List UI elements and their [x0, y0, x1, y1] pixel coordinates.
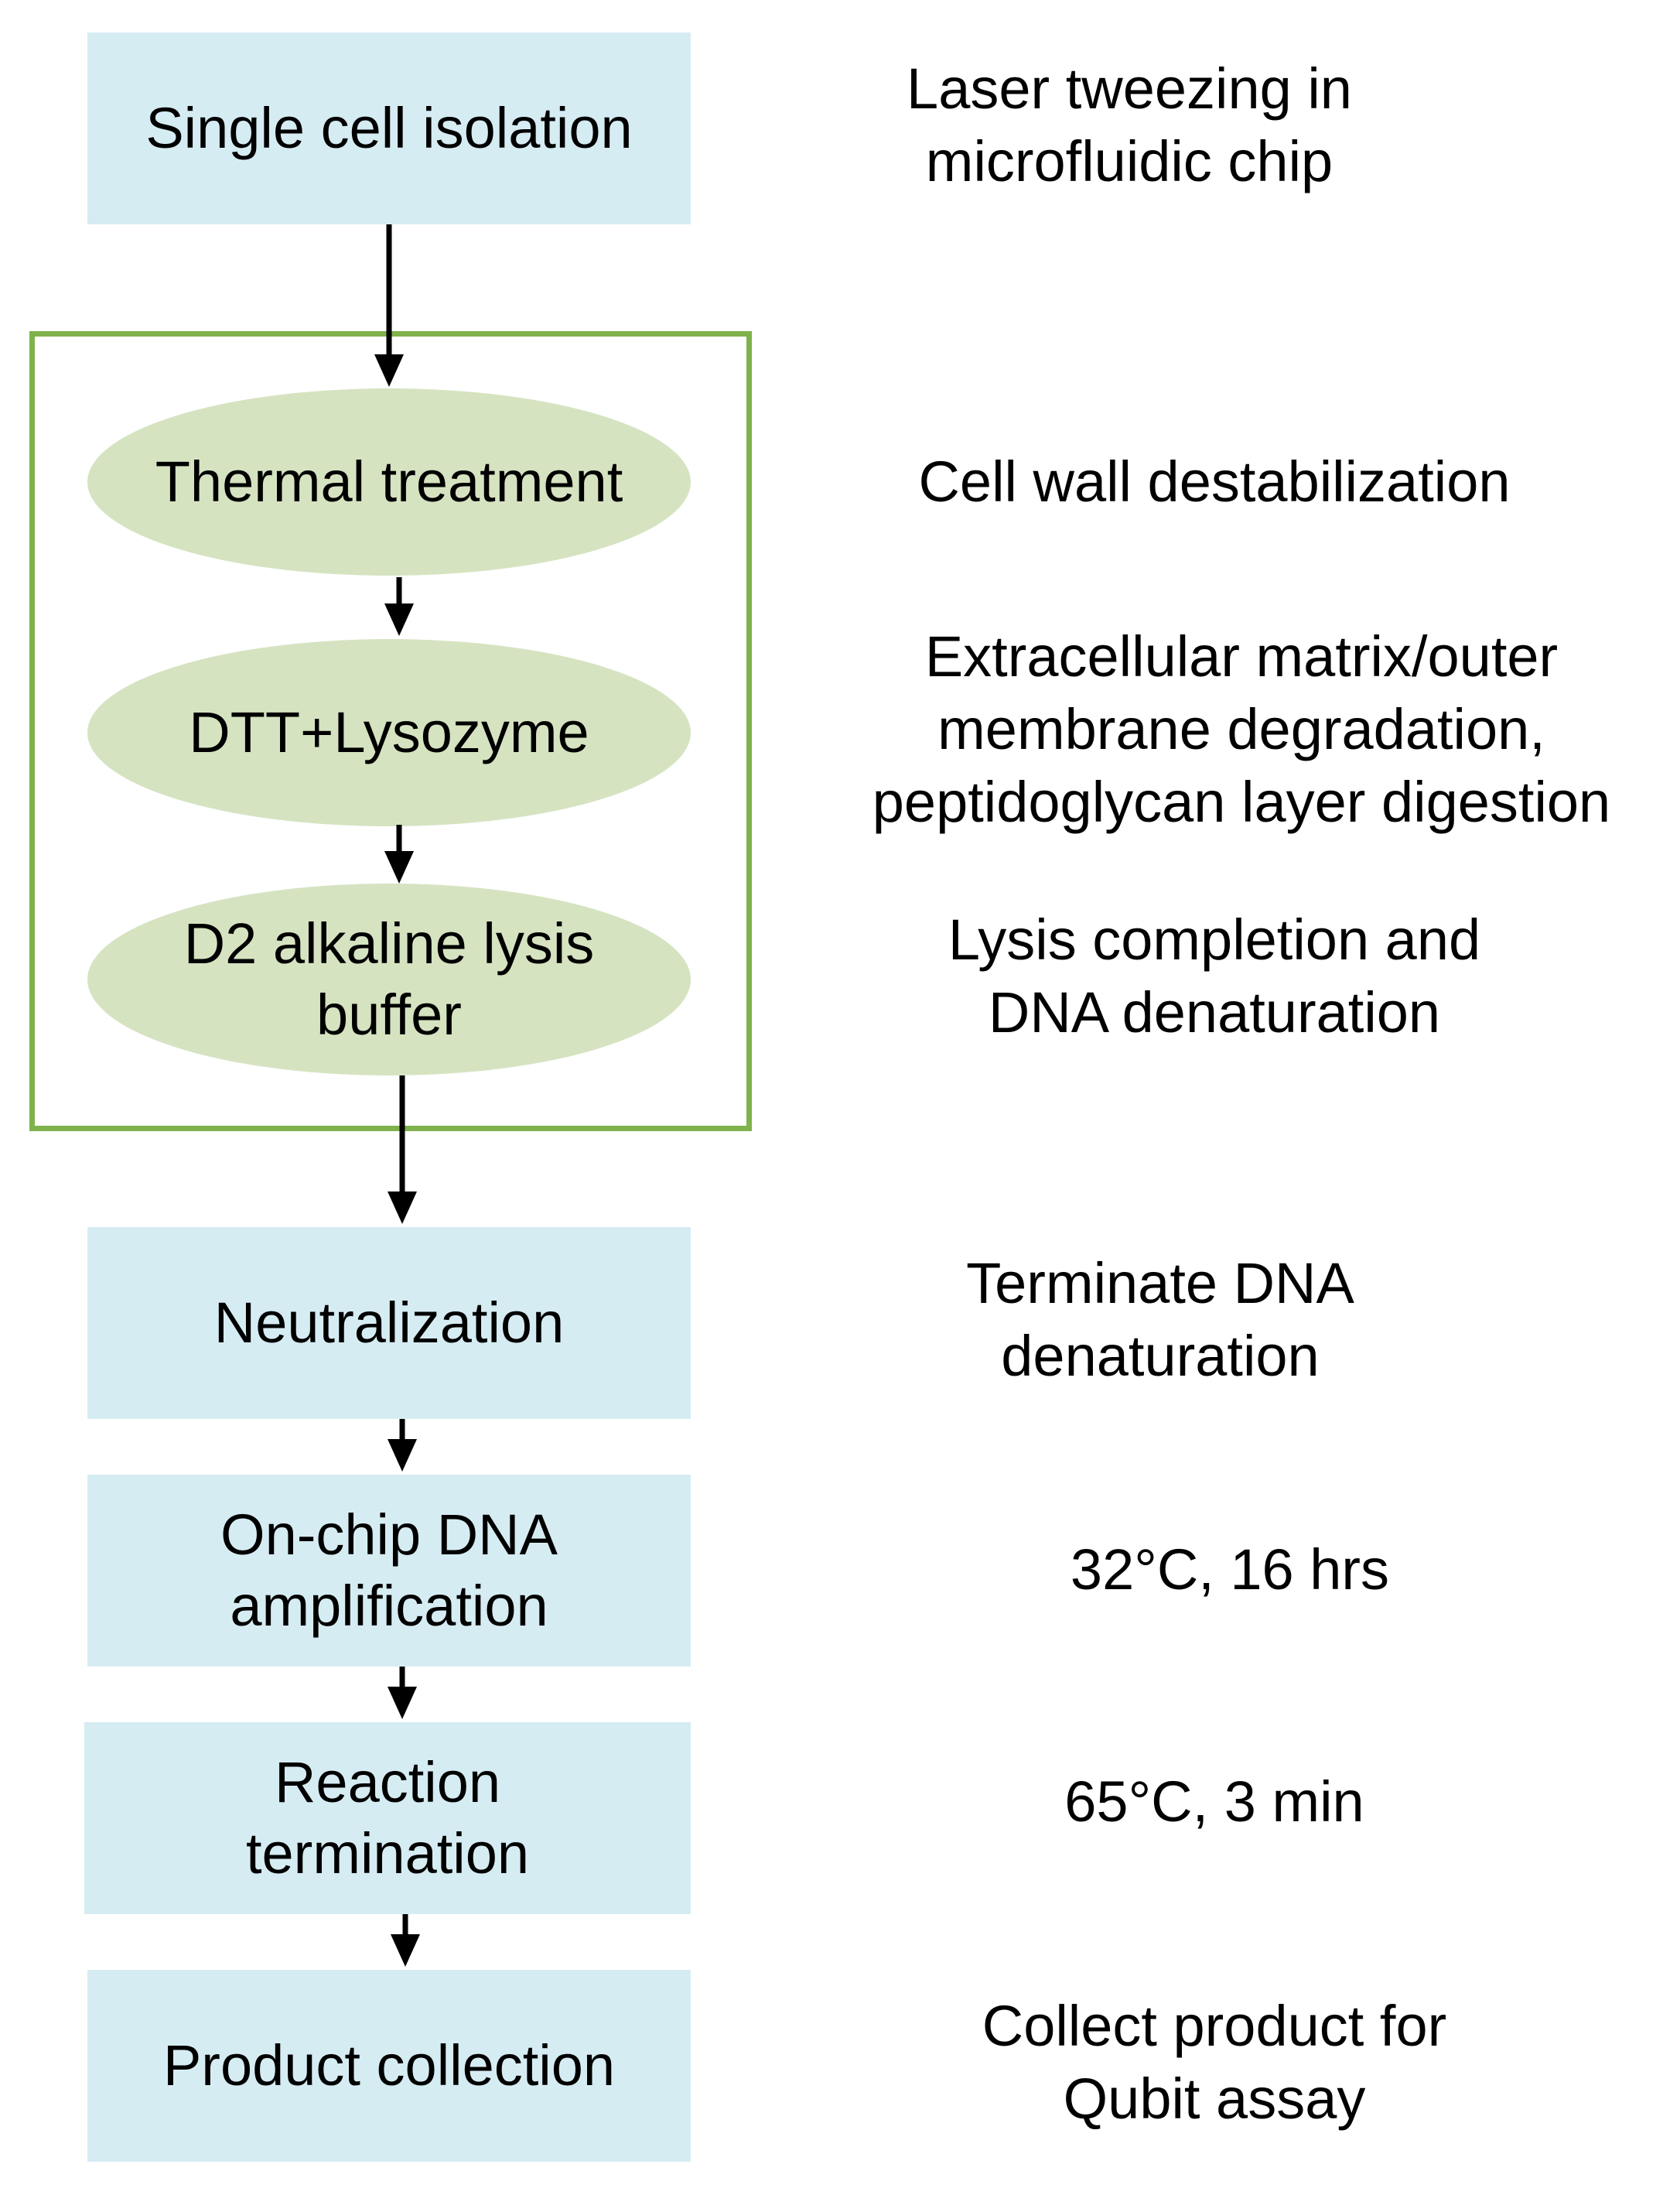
note-cell-wall: Cell wall destabilization [918, 450, 1511, 514]
step-reaction-termination: Reaction termination [84, 1722, 691, 1914]
note-laser-tweezing: Laser tweezing in microfluidic chip [907, 56, 1352, 193]
step-neutralization: Neutralization [87, 1227, 691, 1419]
note-lysis-completion: Lysis completion and DNA denaturation [948, 908, 1481, 1044]
arrow-amplification-to-termination [388, 1667, 417, 1719]
step-label: Reaction termination [245, 1750, 530, 1885]
step-label: DTT+Lysozyme [189, 700, 589, 764]
arrow-d2-to-neutralization [388, 1075, 417, 1224]
note-collect-product: Collect product for Qubit assay [982, 1994, 1447, 2131]
arrow-neutralization-to-amplification [388, 1419, 417, 1472]
note-termination-conditions: 65°C, 3 min [1064, 1769, 1364, 1834]
step-label: Neutralization [213, 1291, 565, 1355]
step-product-collection: Product collection [87, 1970, 691, 2162]
step-dtt-lysozyme: DTT+Lysozyme [87, 639, 691, 826]
arrow-isolation-to-thermal [374, 224, 404, 387]
step-label: Thermal treatment [155, 450, 623, 514]
step-single-cell-isolation: Single cell isolation [87, 32, 691, 224]
note-amplification-conditions: 32°C, 16 hrs [1070, 1537, 1390, 1602]
step-thermal-treatment: Thermal treatment [87, 388, 691, 576]
arrow-termination-to-collection [391, 1914, 420, 1967]
step-label: Single cell isolation [145, 96, 633, 160]
step-on-chip-amplification: On-chip DNA amplification [87, 1475, 691, 1667]
step-d2-alkaline-lysis: D2 alkaline lysis buffer [87, 884, 691, 1075]
step-label: Product collection [162, 2033, 616, 2097]
arrow-thermal-to-dtt [384, 577, 414, 636]
note-matrix-degradation: Extracellular matrix/outer membrane degr… [872, 624, 1611, 834]
note-terminate-denaturation: Terminate DNA denaturation [966, 1251, 1354, 1388]
step-label: On-chip DNA amplification [220, 1503, 558, 1638]
arrow-dtt-to-d2 [384, 825, 414, 884]
step-label: D2 alkaline lysis buffer [183, 911, 595, 1047]
